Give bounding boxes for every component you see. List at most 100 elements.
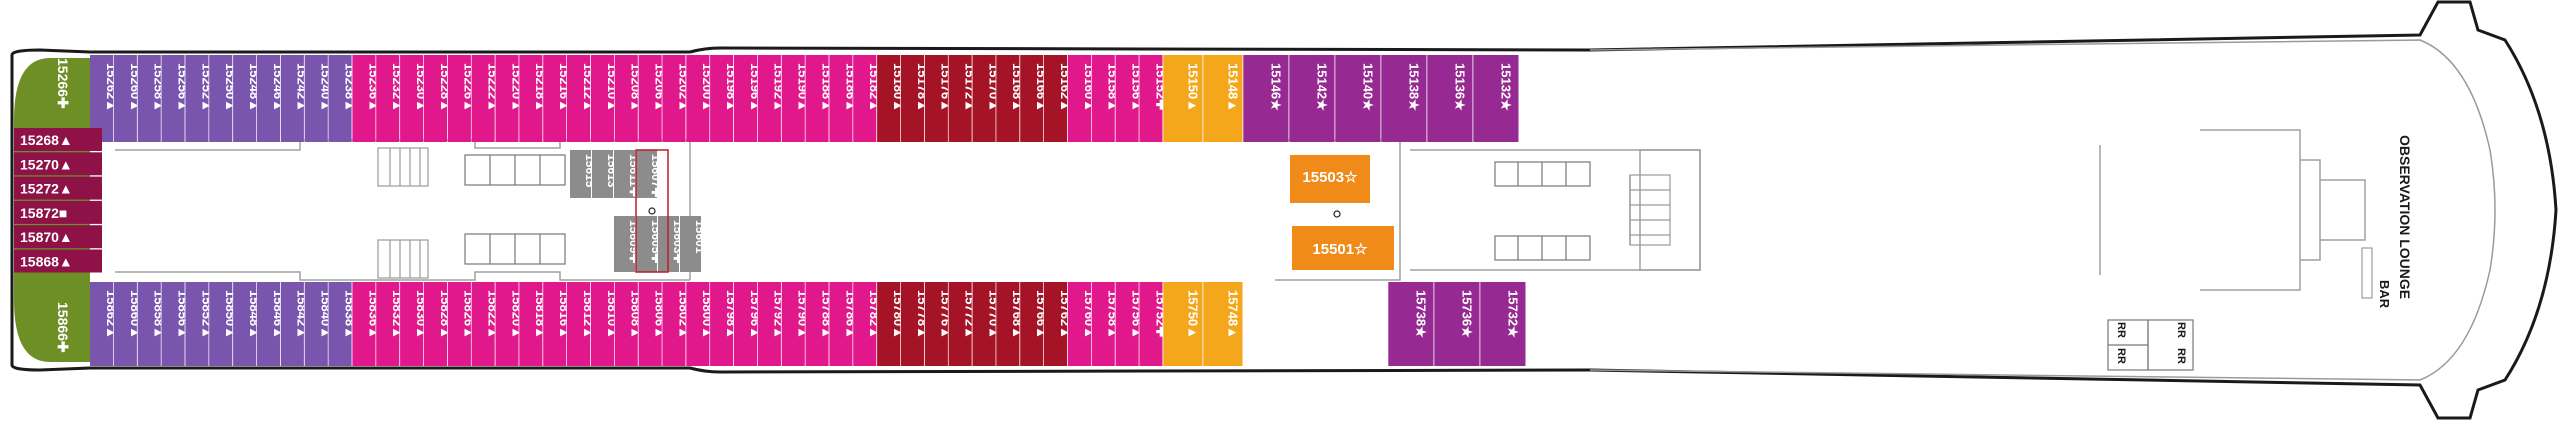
cabin-15782[interactable] — [853, 282, 877, 366]
cabin-15262[interactable] — [90, 55, 114, 142]
cabin-15182[interactable] — [853, 55, 877, 142]
cabin-15772[interactable] — [948, 282, 972, 366]
cabin-15848[interactable] — [233, 282, 257, 366]
suite-15501[interactable] — [1292, 226, 1394, 270]
cabin-15198[interactable] — [710, 55, 734, 142]
cabin-15846[interactable] — [256, 282, 280, 366]
cabin-15248[interactable] — [233, 55, 257, 142]
cabin-15220[interactable] — [495, 55, 519, 142]
cabin-15146[interactable] — [1243, 55, 1289, 142]
cabin-15800[interactable] — [686, 282, 710, 366]
cabin-15256[interactable] — [161, 55, 185, 142]
cabin-15272[interactable] — [14, 176, 102, 200]
cabin-15170[interactable] — [972, 55, 996, 142]
cabin-15222[interactable] — [471, 55, 495, 142]
cabin-15758[interactable] — [1091, 282, 1115, 366]
cabin-15762[interactable] — [1044, 282, 1068, 366]
cabin-15748[interactable] — [1203, 282, 1243, 366]
cabin-15798[interactable] — [710, 282, 734, 366]
cabin-15236[interactable] — [352, 55, 376, 142]
cabin-15872[interactable] — [14, 200, 102, 224]
cabin-15832[interactable] — [376, 282, 400, 366]
cabin-15788[interactable] — [805, 282, 829, 366]
cabin-15816[interactable] — [543, 282, 567, 366]
cabin-15206[interactable] — [638, 55, 662, 142]
cabin-15140[interactable] — [1335, 55, 1381, 142]
cabin-15868[interactable] — [14, 249, 102, 273]
cabin-15212[interactable] — [567, 55, 591, 142]
bow-bottom-cabin-label[interactable]: 15866✚ — [55, 302, 71, 353]
cabin-15172[interactable] — [948, 55, 972, 142]
cabin-15196[interactable] — [734, 55, 758, 142]
cabin-15838[interactable] — [328, 282, 352, 366]
cabin-15808[interactable] — [614, 282, 638, 366]
cabin-15810[interactable] — [590, 282, 614, 366]
cabin-15862[interactable] — [90, 282, 114, 366]
cabin-15192[interactable] — [757, 55, 781, 142]
cabin-15168[interactable] — [996, 55, 1020, 142]
cabin-15736[interactable] — [1434, 282, 1480, 366]
cabin-15132[interactable] — [1473, 55, 1519, 142]
cabin-15136[interactable] — [1427, 55, 1473, 142]
cabin-15230[interactable] — [400, 55, 424, 142]
cabin-15601[interactable] — [680, 216, 701, 272]
cabin-15796[interactable] — [734, 282, 758, 366]
cabin-15268[interactable] — [14, 128, 102, 151]
cabin-15186[interactable] — [829, 55, 853, 142]
cabin-15208[interactable] — [614, 55, 638, 142]
cabin-15158[interactable] — [1091, 55, 1115, 142]
cabin-15615[interactable] — [570, 150, 591, 198]
cabin-15160[interactable] — [1067, 55, 1091, 142]
cabin-15218[interactable] — [519, 55, 543, 142]
cabin-15162[interactable] — [1044, 55, 1068, 142]
cabin-15806[interactable] — [638, 282, 662, 366]
cabin-15738[interactable] — [1388, 282, 1434, 366]
cabin-15822[interactable] — [471, 282, 495, 366]
cabin-15818[interactable] — [519, 282, 543, 366]
cabin-15228[interactable] — [423, 55, 447, 142]
cabin-15802[interactable] — [662, 282, 686, 366]
cabin-15752[interactable] — [1139, 282, 1163, 366]
cabin-15242[interactable] — [280, 55, 304, 142]
cabin-15790[interactable] — [781, 282, 805, 366]
cabin-15260[interactable] — [113, 55, 137, 142]
cabin-15852[interactable] — [185, 282, 209, 366]
cabin-15778[interactable] — [900, 282, 924, 366]
cabin-15190[interactable] — [781, 55, 805, 142]
cabin-15232[interactable] — [376, 55, 400, 142]
cabin-15750[interactable] — [1163, 282, 1203, 366]
cabin-15202[interactable] — [662, 55, 686, 142]
cabin-15840[interactable] — [304, 282, 328, 366]
bow-top-cabin-label[interactable]: 15266✚ — [55, 58, 71, 109]
cabin-15856[interactable] — [161, 282, 185, 366]
cabin-15611[interactable] — [614, 150, 635, 198]
cabin-15826[interactable] — [447, 282, 471, 366]
cabin-15830[interactable] — [400, 282, 424, 366]
cabin-15780[interactable] — [877, 282, 901, 366]
cabin-15812[interactable] — [567, 282, 591, 366]
cabin-15178[interactable] — [900, 55, 924, 142]
cabin-15858[interactable] — [137, 282, 161, 366]
cabin-15156[interactable] — [1115, 55, 1139, 142]
cabin-15240[interactable] — [304, 55, 328, 142]
cabin-15605[interactable] — [636, 216, 657, 272]
cabin-15786[interactable] — [829, 282, 853, 366]
cabin-15820[interactable] — [495, 282, 519, 366]
cabin-15226[interactable] — [447, 55, 471, 142]
cabin-15210[interactable] — [590, 55, 614, 142]
cabin-15770[interactable] — [972, 282, 996, 366]
cabin-15238[interactable] — [328, 55, 352, 142]
cabin-15138[interactable] — [1381, 55, 1427, 142]
cabin-15246[interactable] — [256, 55, 280, 142]
cabin-15756[interactable] — [1115, 282, 1139, 366]
cabin-15850[interactable] — [209, 282, 233, 366]
cabin-15166[interactable] — [1020, 55, 1044, 142]
cabin-15870[interactable] — [14, 225, 102, 249]
cabin-15216[interactable] — [543, 55, 567, 142]
cabin-15760[interactable] — [1067, 282, 1091, 366]
cabin-15250[interactable] — [209, 55, 233, 142]
cabin-15152[interactable] — [1139, 55, 1163, 142]
cabin-15768[interactable] — [996, 282, 1020, 366]
suite-15503[interactable] — [1290, 155, 1370, 203]
cabin-15732[interactable] — [1480, 282, 1526, 366]
